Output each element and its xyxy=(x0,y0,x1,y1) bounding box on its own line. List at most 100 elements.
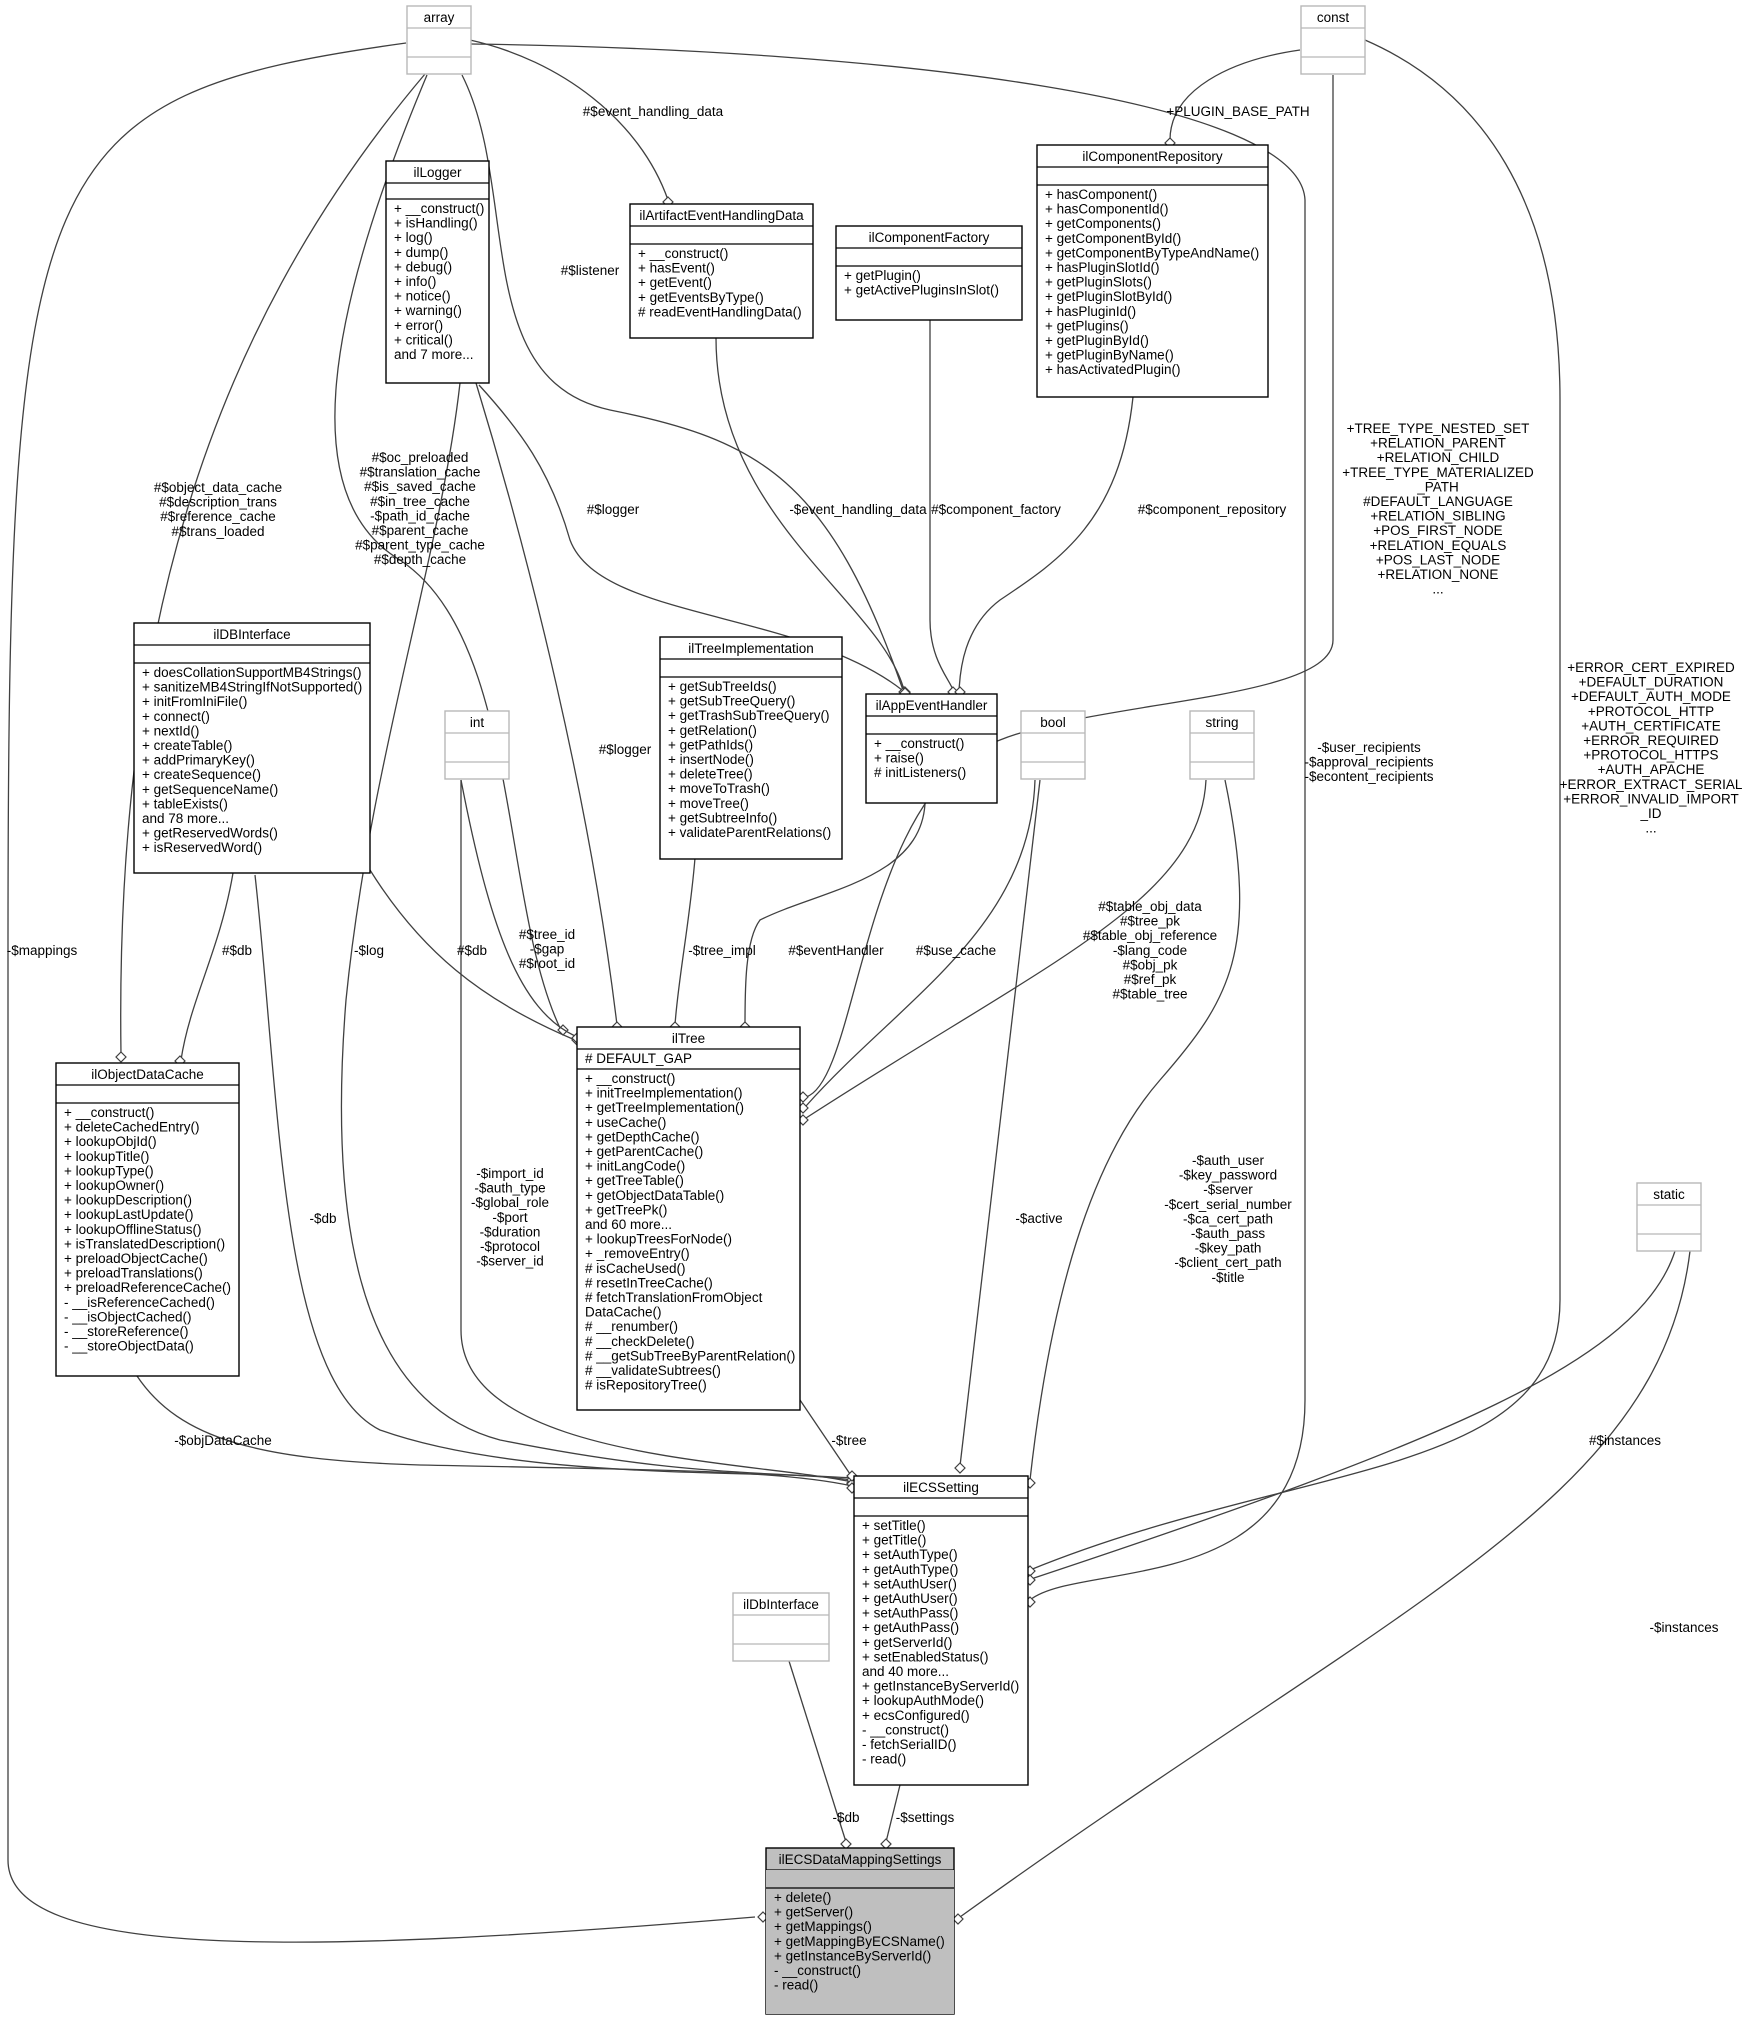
class-method: + hasPluginSlotId() xyxy=(1045,260,1159,275)
edge-label-line: +TREE_TYPE_NESTED_SET xyxy=(1347,421,1530,436)
association-edge xyxy=(460,779,576,1037)
edge-label-line: #$db xyxy=(457,943,487,958)
class-node-il-db-interface[interactable]: ilDbInterface xyxy=(732,1592,830,1662)
edge-label-line: #$table_obj_reference xyxy=(1083,928,1217,943)
edge-label-line: #$tree_id xyxy=(519,927,575,942)
class-attribute: # DEFAULT_GAP xyxy=(585,1051,692,1066)
edge-label-line: -$cert_serial_number xyxy=(1164,1197,1292,1212)
edge-label-obj-data-cache: -$objDataCache xyxy=(174,1433,272,1448)
edge-label-line: #$parent_cache xyxy=(372,523,469,538)
edge-label-tree-impl: -$tree_impl xyxy=(688,943,756,958)
class-node-static[interactable]: static xyxy=(1636,1182,1702,1252)
class-method: + setAuthPass() xyxy=(862,1606,958,1621)
edge-label-line: -$tree xyxy=(831,1433,866,1448)
class-method: - fetchSerialID() xyxy=(862,1737,957,1752)
class-method: + critical() xyxy=(394,332,453,347)
association-edge xyxy=(136,1375,853,1487)
edge-label-instances: -$instances xyxy=(1649,1620,1718,1635)
edge-label-line: -$db xyxy=(309,1211,336,1226)
class-method: + __construct() xyxy=(585,1071,675,1086)
edge-label-line: +ERROR_INVALID_IMPORT xyxy=(1563,791,1738,806)
class-node-il-object-data-cache[interactable]: ilObjectDataCache+ __construct()+ delete… xyxy=(55,1062,240,1377)
edge-label-line: -$auth_user xyxy=(1192,1153,1265,1168)
class-method: + getEventsByType() xyxy=(638,290,764,305)
association-edge xyxy=(1169,49,1301,141)
edge-label-line: -$global_role xyxy=(471,1195,549,1210)
edge-label-tree-id: #$tree_id-$gap#$root_id xyxy=(519,927,575,971)
class-method: + getComponentById() xyxy=(1045,231,1181,246)
class-node-const[interactable]: const xyxy=(1300,5,1366,75)
class-node-il-artifact-event-handling-data[interactable]: ilArtifactEventHandlingData+ __construct… xyxy=(629,203,814,339)
class-method: + getTrashSubTreeQuery() xyxy=(668,708,829,723)
edge-label-line: #$component_repository xyxy=(1138,502,1287,517)
class-method: + isTranslatedDescription() xyxy=(64,1236,225,1251)
edge-label-line: -$ca_cert_path xyxy=(1183,1211,1273,1226)
class-method: + getTreeTable() xyxy=(585,1173,684,1188)
edge-label-line: #$component_factory xyxy=(931,502,1061,517)
class-node-il-tree-implementation[interactable]: ilTreeImplementation+ getSubTreeIds()+ g… xyxy=(659,636,843,860)
association-edge xyxy=(805,75,1334,1098)
class-node-il-component-factory[interactable]: ilComponentFactory+ getPlugin()+ getActi… xyxy=(835,225,1023,321)
association-edge xyxy=(959,779,1041,1467)
edge-label-line: -$user_recipients xyxy=(1317,740,1421,755)
edge-label-line: #$description_trans xyxy=(159,495,277,510)
class-node-il-ecssetting[interactable]: ilECSSetting+ setTitle()+ getTitle()+ se… xyxy=(853,1475,1029,1786)
edge-label-line: -$event_handling_data xyxy=(789,502,927,517)
edge-label-line: #$db xyxy=(222,943,252,958)
class-method: + notice() xyxy=(394,289,451,304)
class-method: + info() xyxy=(394,274,436,289)
class-method: + getEvent() xyxy=(638,275,712,290)
class-method: + hasPluginId() xyxy=(1045,304,1136,319)
class-method: + isReservedWord() xyxy=(142,840,262,855)
class-name: bool xyxy=(1040,715,1066,730)
edge-label-auth-user: -$auth_user-$key_password-$server-$cert_… xyxy=(1164,1153,1292,1285)
edge-label-line: #$eventHandler xyxy=(788,943,884,958)
class-method: + getSubTreeQuery() xyxy=(668,694,795,709)
class-method: + getPluginSlotById() xyxy=(1045,289,1172,304)
edge-label-line: #$event_handling_data xyxy=(583,104,724,119)
edge-label-line: -$gap xyxy=(530,942,565,957)
class-node-il-dbinterface[interactable]: ilDBInterface+ doesCollationSupportMB4St… xyxy=(133,622,371,874)
class-method: + getAuthType() xyxy=(862,1562,958,1577)
class-node-il-app-event-handler[interactable]: ilAppEventHandler+ __construct()+ raise(… xyxy=(865,693,998,804)
edge-label-line: +RELATION_PARENT xyxy=(1370,436,1506,451)
class-box xyxy=(55,1062,240,1377)
association-edge xyxy=(959,1250,1691,1918)
class-name: ilArtifactEventHandlingData xyxy=(639,208,804,223)
class-method: + ecsConfigured() xyxy=(862,1708,970,1723)
class-method: - read() xyxy=(774,1978,818,1993)
class-method: # isCacheUsed() xyxy=(585,1261,686,1276)
class-node-il-component-repository[interactable]: ilComponentRepository+ hasComponent()+ h… xyxy=(1036,144,1269,398)
edge-label-line: -$lang_code xyxy=(1113,943,1187,958)
class-node-int[interactable]: int xyxy=(444,710,510,780)
class-method: + deleteTree() xyxy=(668,767,753,782)
class-method: + getTreeImplementation() xyxy=(585,1100,744,1115)
class-method: - __storeObjectData() xyxy=(64,1339,194,1354)
edge-label-tree: -$tree xyxy=(831,1433,866,1448)
class-node-il-tree[interactable]: ilTree# DEFAULT_GAP+ __construct()+ init… xyxy=(576,1026,801,1411)
class-name: int xyxy=(470,715,485,730)
class-node-string[interactable]: string xyxy=(1189,710,1255,780)
class-method: + createSequence() xyxy=(142,767,261,782)
edge-label-line: -$client_cert_path xyxy=(1174,1255,1281,1270)
class-method: + getDepthCache() xyxy=(585,1129,699,1144)
edge-label-line: -$key_password xyxy=(1179,1168,1277,1183)
class-method: + getInstanceByServerId() xyxy=(774,1948,931,1963)
class-node-array[interactable]: array xyxy=(406,5,472,75)
class-name: ilDBInterface xyxy=(213,627,290,642)
edge-label-line: #$depth_cache xyxy=(374,552,466,567)
edge-label-line: #$object_data_cache xyxy=(154,480,282,495)
class-node-il-ecsdata-mapping-settings[interactable]: ilECSDataMappingSettings+ delete()+ getS… xyxy=(765,1847,955,2015)
association-edge xyxy=(885,1784,901,1843)
class-method: + nextId() xyxy=(142,723,199,738)
class-box xyxy=(1020,710,1086,780)
edge-label-line: -$port xyxy=(492,1210,528,1225)
edge-label-line: +ERROR_REQUIRED xyxy=(1583,733,1719,748)
class-method: + preloadTranslations() xyxy=(64,1266,203,1281)
class-node-il-logger[interactable]: ilLogger+ __construct()+ isHandling()+ l… xyxy=(385,160,490,384)
edge-label-line: +TREE_TYPE_MATERIALIZED xyxy=(1342,465,1534,480)
class-method: + getPluginSlots() xyxy=(1045,275,1152,290)
class-node-bool[interactable]: bool xyxy=(1020,710,1086,780)
edge-label-tree-consts: +TREE_TYPE_NESTED_SET+RELATION_PARENT+RE… xyxy=(1342,421,1534,597)
association-edge xyxy=(340,382,853,1481)
